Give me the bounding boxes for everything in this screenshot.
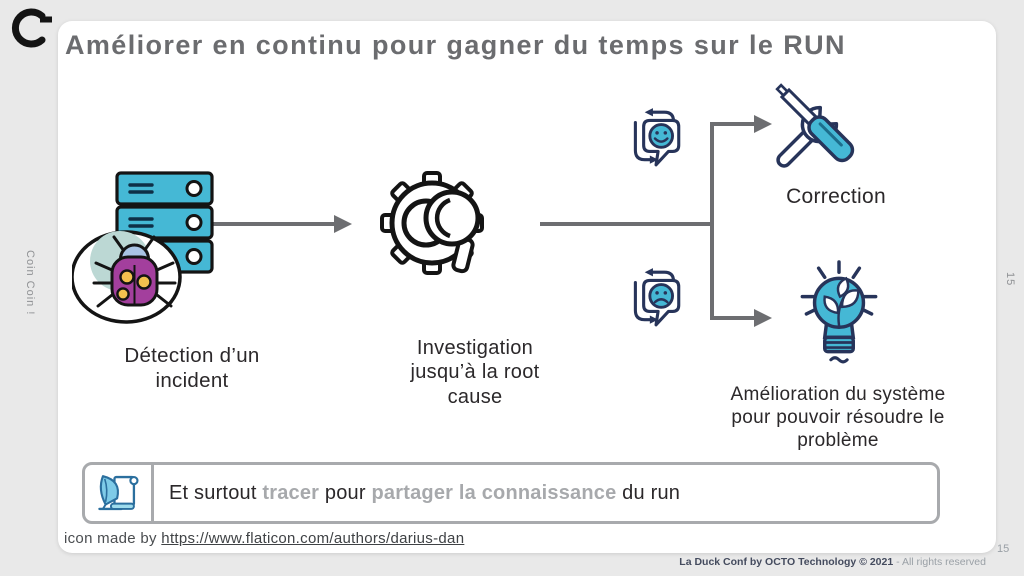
slide-title: Améliorer en continu pour gagner du temp… [65,30,846,60]
callout-seg-4: partager la connaissance [371,481,617,504]
callout-seg-5: du run [616,481,681,504]
investigation-label: Investigation jusqu’à la root cause [410,337,540,408]
server-incident-icon [70,165,224,338]
feedback-happy-icon [625,106,685,175]
improvement-bulb-icon [788,260,890,375]
footer-copyright: © 2021 [859,556,894,568]
scroll-quill-icon [98,475,139,511]
sidebar-vertical-label: Coin Coin ! [24,250,36,316]
callout-seg-3: pour [319,481,372,504]
callout-seg-1: Et surtout [169,481,263,504]
callout-seg-2: tracer [262,481,320,504]
investigation-gear-icon [370,155,506,296]
footer-rights: - All rights reserved [896,556,986,568]
icon-credit: icon made by https://www.flaticon.com/au… [64,530,464,547]
amelioration-label: Amélioration du système pour pouvoir rés… [730,384,946,452]
feedback-sad-icon [625,266,685,335]
footer-brand: La Duck Conf by OCTO Technology [679,556,857,568]
octo-logo-icon [10,6,54,55]
trace-callout-box: Et surtout tracer pour partager la conna… [82,462,940,524]
credit-prefix: icon made by [64,530,162,547]
callout-icon-cell [85,465,154,521]
footer: La Duck Conf by OCTO Technology © 2021 -… [679,556,986,568]
detection-label: Détection d’un incident [124,344,260,392]
flaticon-credit-link[interactable]: https://www.flaticon.com/authors/darius-… [161,530,465,547]
right-vertical-page-number: 15 [1004,272,1016,287]
correction-label: Correction [786,185,886,208]
callout-text: Et surtout tracer pour partager la conna… [154,482,680,505]
footer-page-number: 15 [997,543,1010,555]
correction-tools-icon [760,76,876,181]
